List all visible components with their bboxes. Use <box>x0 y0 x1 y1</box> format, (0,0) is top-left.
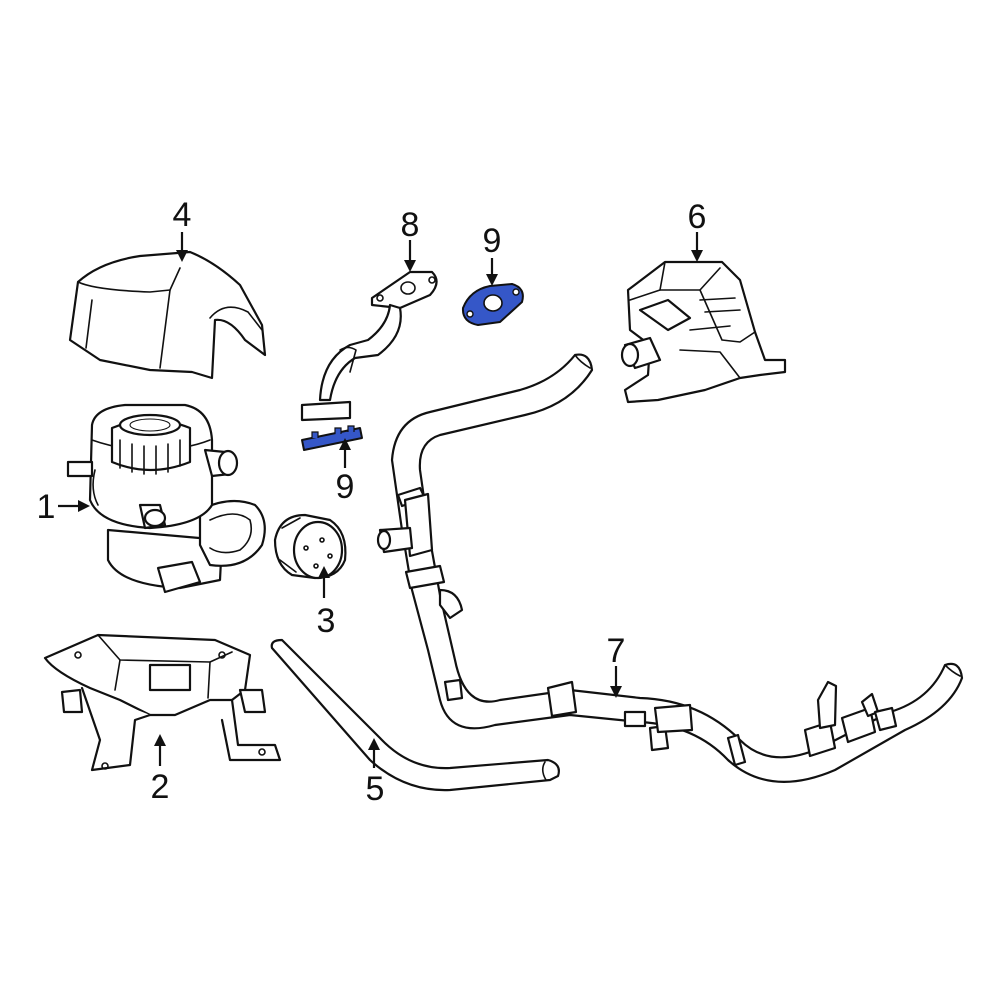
part-9a-gasket[interactable] <box>461 283 524 326</box>
arrowhead-2 <box>154 734 166 746</box>
part-3-filter[interactable] <box>273 513 347 580</box>
part-4-cover[interactable] <box>68 250 267 380</box>
callout-1: 1 <box>37 488 56 526</box>
callout-9-upper: 9 <box>483 222 502 260</box>
part-9b-gasket[interactable] <box>301 425 363 451</box>
arrowhead-3 <box>318 566 330 578</box>
callout-labels: 4 8 9 6 9 1 3 2 5 7 <box>37 196 707 808</box>
callout-6: 6 <box>688 198 707 236</box>
part-8-pipe[interactable] <box>300 270 438 422</box>
arrowhead-6 <box>691 250 703 262</box>
leader-lines <box>58 232 703 768</box>
callout-8: 8 <box>401 206 420 244</box>
part-6-valve[interactable] <box>620 260 787 404</box>
arrowhead-1 <box>78 500 90 512</box>
callout-3: 3 <box>317 602 336 640</box>
arrowhead-5 <box>368 738 380 750</box>
part-7-hose-assembly[interactable] <box>376 353 964 783</box>
part-5-hose[interactable] <box>270 638 560 792</box>
arrowhead-7 <box>610 686 622 698</box>
arrowhead-9a <box>486 274 498 286</box>
callout-9-lower: 9 <box>336 468 355 506</box>
callout-2: 2 <box>151 768 170 806</box>
callout-5: 5 <box>366 770 385 808</box>
part-1-air-pump[interactable] <box>66 403 266 594</box>
callout-7: 7 <box>607 632 626 670</box>
arrowhead-4 <box>176 250 188 262</box>
arrowhead-8 <box>404 260 416 272</box>
arrowhead-9b <box>339 438 351 450</box>
part-2-bracket[interactable] <box>43 633 282 772</box>
callout-4: 4 <box>173 196 192 234</box>
